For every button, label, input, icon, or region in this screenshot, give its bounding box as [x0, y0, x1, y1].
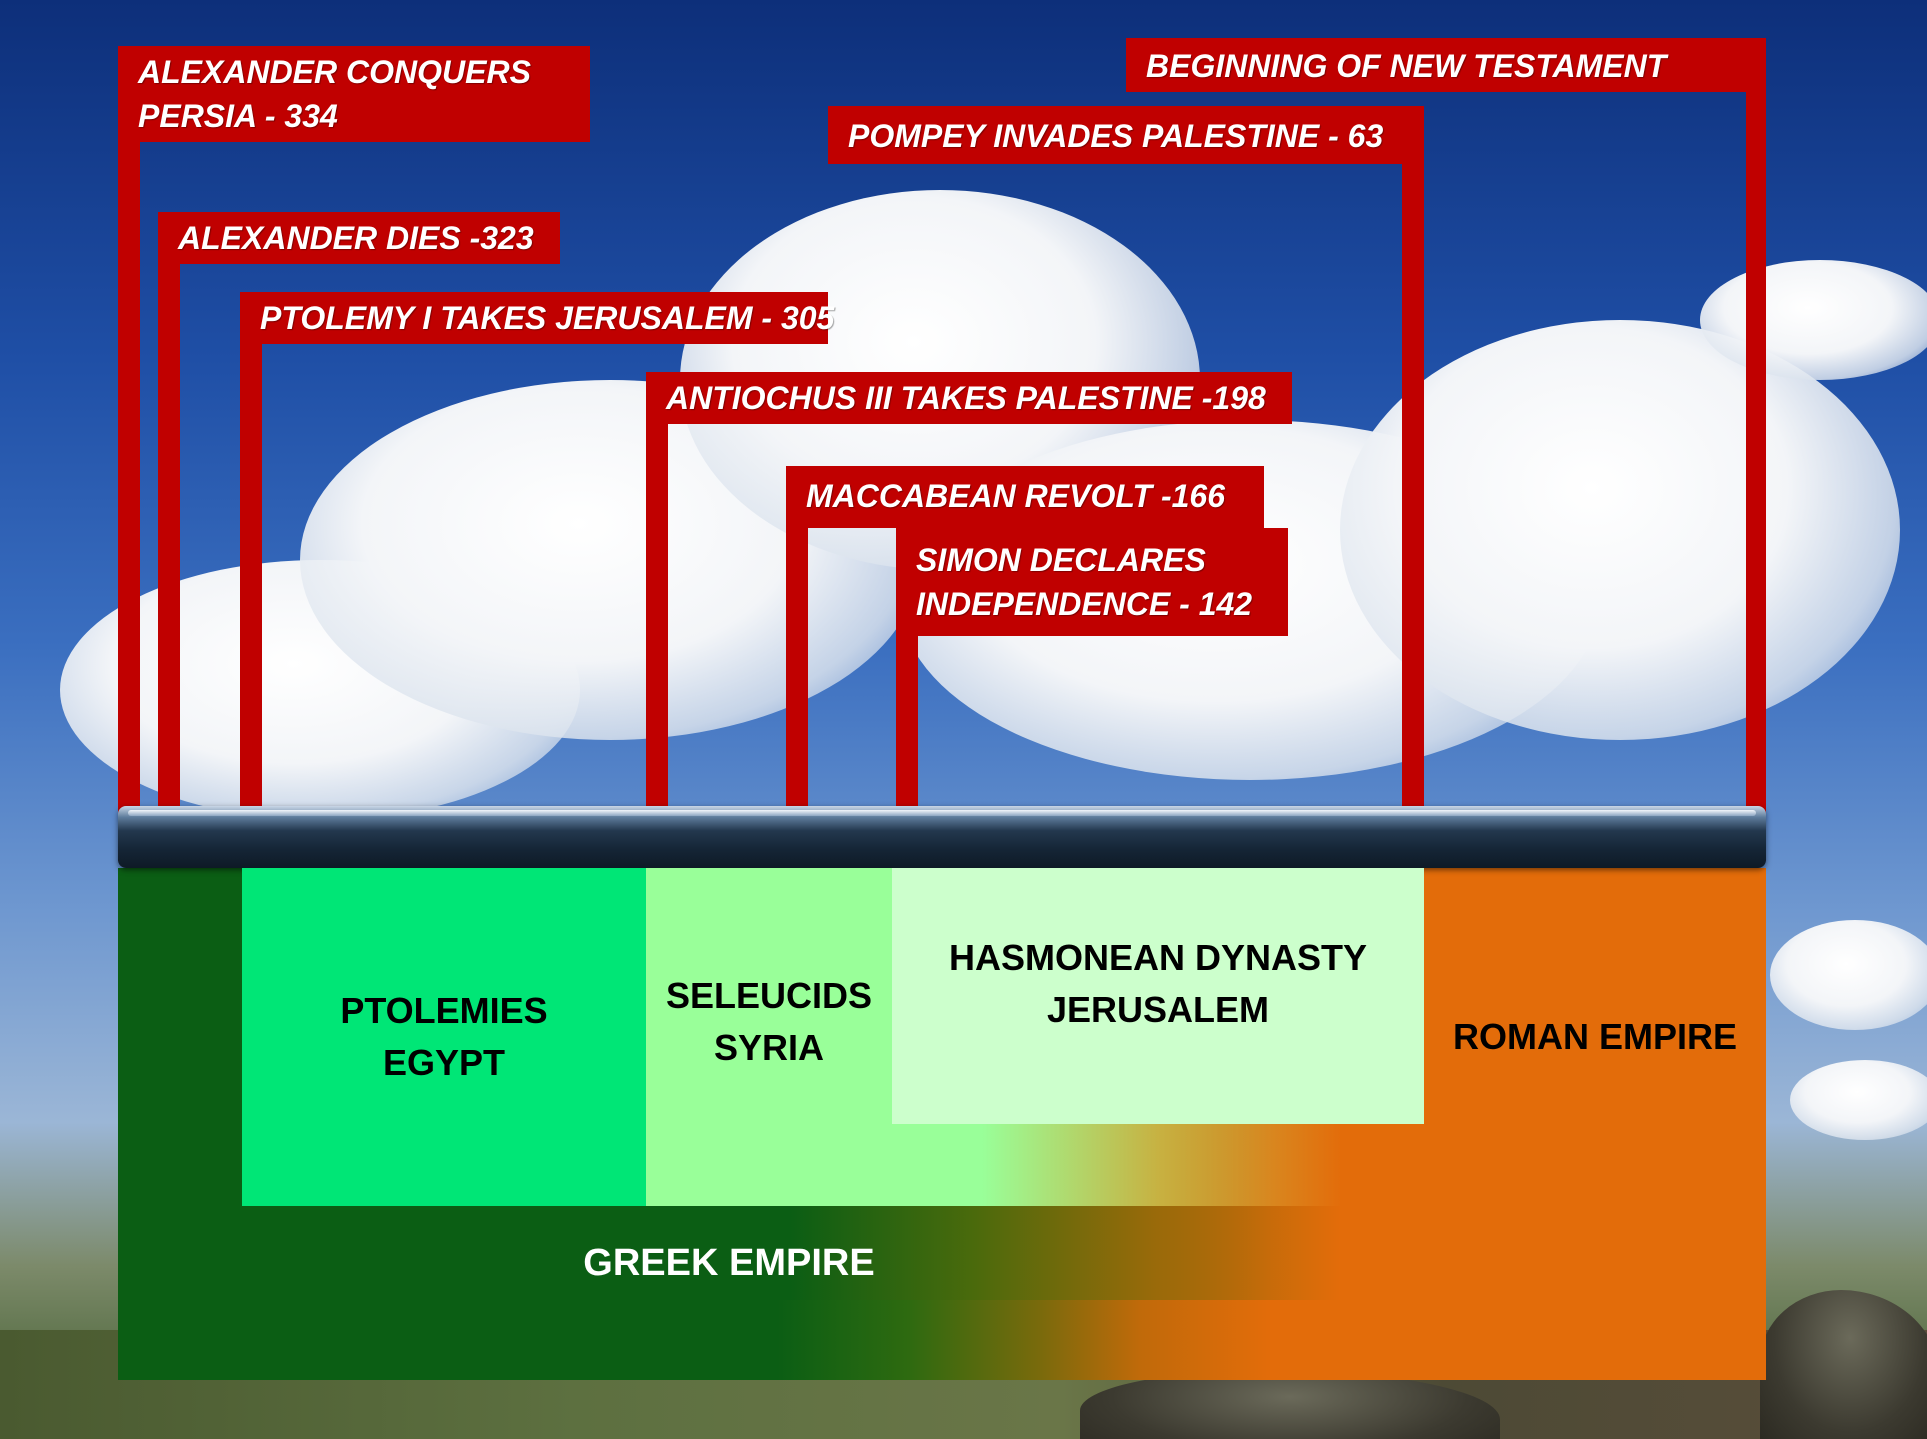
region-hasmonean: HASMONEAN DYNASTY JERUSALEM — [892, 868, 1424, 1124]
event-label-line: ANTIOCHUS III TAKES PALESTINE -198 — [666, 380, 1266, 416]
event-label-line: POMPEY INVADES PALESTINE - 63 — [848, 118, 1384, 154]
connector-stem — [240, 292, 262, 861]
event-label-line: ALEXANDER DIES -323 — [178, 220, 534, 256]
connector-stem — [1746, 38, 1766, 861]
cloud — [1700, 260, 1927, 380]
event-label-line: BEGINNING OF NEW TESTAMENT — [1146, 48, 1667, 84]
timeline-bar — [118, 806, 1766, 868]
connector-stem — [118, 46, 140, 861]
region-label: SYRIA — [713, 1027, 824, 1068]
seleucids-fade — [892, 1124, 1342, 1206]
cloud — [1790, 1060, 1927, 1140]
greek-fade — [118, 1206, 1340, 1300]
region-label: PTOLEMIES — [340, 990, 548, 1031]
event-label-line: PERSIA - 334 — [138, 98, 338, 134]
event-label-ptolemy-takes-jerusalem: PTOLEMY I TAKES JERUSALEM - 305 — [240, 292, 835, 344]
event-label-alexander-dies: ALEXANDER DIES -323 — [158, 212, 560, 264]
connector-stem — [1402, 106, 1424, 861]
event-label-pompey-invades: POMPEY INVADES PALESTINE - 63 — [828, 106, 1424, 164]
empire-label-greek: GREEK EMPIRE — [583, 1241, 875, 1284]
event-label-line: ALEXANDER CONQUERS — [138, 54, 531, 90]
event-label-line: INDEPENDENCE - 142 — [916, 586, 1253, 622]
region-label: EGYPT — [382, 1042, 506, 1083]
rock — [1760, 1290, 1927, 1439]
region-label: JERUSALEM — [1046, 989, 1270, 1030]
event-label-antiochus-takes-palestine: ANTIOCHUS III TAKES PALESTINE -198 — [646, 372, 1292, 424]
event-label-line: MACCABEAN REVOLT -166 — [806, 478, 1225, 514]
empire-label-roman: ROMAN EMPIRE — [1452, 1016, 1737, 1057]
region-ptolemies: PTOLEMIES EGYPT — [242, 868, 646, 1206]
connector-stem — [646, 372, 668, 861]
region-seleucids: SELEUCIDS SYRIA — [646, 868, 892, 1206]
connector-stem — [786, 466, 808, 861]
event-label-new-testament: BEGINNING OF NEW TESTAMENT — [1126, 38, 1766, 92]
region-label: HASMONEAN DYNASTY — [948, 937, 1368, 978]
event-label-line: SIMON DECLARES — [916, 542, 1206, 578]
event-label-line: PTOLEMY I TAKES JERUSALEM - 305 — [260, 300, 835, 336]
cloud — [1340, 320, 1900, 740]
event-label-maccabean-revolt: MACCABEAN REVOLT -166 — [786, 466, 1264, 528]
region-label: SELEUCIDS — [665, 975, 873, 1016]
event-label-alexander-conquers: ALEXANDER CONQUERS PERSIA - 334 — [118, 46, 590, 142]
cloud — [1770, 920, 1927, 1030]
connector-stem — [158, 212, 180, 861]
event-label-simon-declares: SIMON DECLARES INDEPENDENCE - 142 — [896, 528, 1288, 636]
